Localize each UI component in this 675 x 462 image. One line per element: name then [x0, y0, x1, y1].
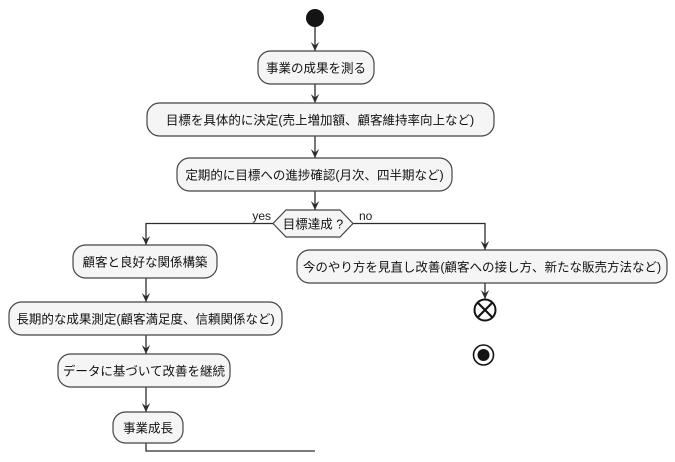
- decision-goal-achieved: 目標達成 ?: [272, 209, 354, 238]
- arrowhead-icon: [480, 290, 490, 299]
- edge-decision-yes: [145, 222, 274, 245]
- action-build-relationship: 顧客と良好な関係構築: [72, 244, 218, 279]
- action-label: 事業成長: [123, 421, 174, 436]
- flow-final-icon: [473, 298, 497, 322]
- arrowhead-icon: [141, 293, 151, 302]
- arrowhead-icon: [480, 241, 490, 250]
- decision-label: 目標達成 ?: [283, 218, 343, 232]
- action-review-methods: 今のやり方を見直し改善(顧客への接し方、新たな販売方法など): [296, 249, 668, 284]
- action-label: 顧客と良好な関係構築: [82, 255, 208, 270]
- action-label: 目標を具体的に決定(売上増加額、顧客維持率向上など): [166, 113, 474, 128]
- action-label: 今のやり方を見直し改善(顧客への接し方、新たな販売方法など): [303, 260, 661, 275]
- decision-hexagon: [272, 209, 354, 238]
- arrowhead-icon: [141, 345, 151, 354]
- initial-node-icon: [306, 9, 324, 27]
- arrowhead-icon: [310, 42, 320, 51]
- arrowhead-icon: [310, 201, 320, 210]
- arrowhead-icon: [310, 149, 320, 158]
- arrowhead-icon: [141, 403, 151, 412]
- action-label: 長期的な成果測定(顧客満足度、信頼関係など): [16, 312, 274, 327]
- action-check-progress: 定期的に目標への進捗確認(月次、四半期など): [176, 157, 453, 192]
- arrowhead-icon: [310, 94, 320, 103]
- branch-label-yes: yes: [252, 209, 271, 223]
- edge-decision-no: [352, 222, 486, 250]
- action-label: データに基づいて改善を継続: [63, 364, 226, 379]
- action-measure-results: 事業の成果を測る: [257, 50, 375, 85]
- action-business-growth: 事業成長: [112, 411, 184, 444]
- arrowhead-icon: [141, 236, 151, 245]
- edge-growth-out: [145, 443, 315, 452]
- action-set-goals: 目標を具体的に決定(売上増加額、顧客維持率向上など): [146, 102, 495, 137]
- action-longterm-measurement: 長期的な成果測定(顧客満足度、信頼関係など): [8, 301, 283, 336]
- edges-layer: [141, 27, 490, 452]
- start-node: [306, 9, 324, 27]
- action-label: 事業の成果を測る: [266, 61, 366, 76]
- action-label: 定期的に目標への進捗確認(月次、四半期など): [185, 168, 443, 183]
- activity-final-icon: [472, 344, 495, 366]
- action-continue-improvement: データに基づいて改善を継続: [57, 353, 231, 388]
- branch-label-no: no: [359, 209, 373, 223]
